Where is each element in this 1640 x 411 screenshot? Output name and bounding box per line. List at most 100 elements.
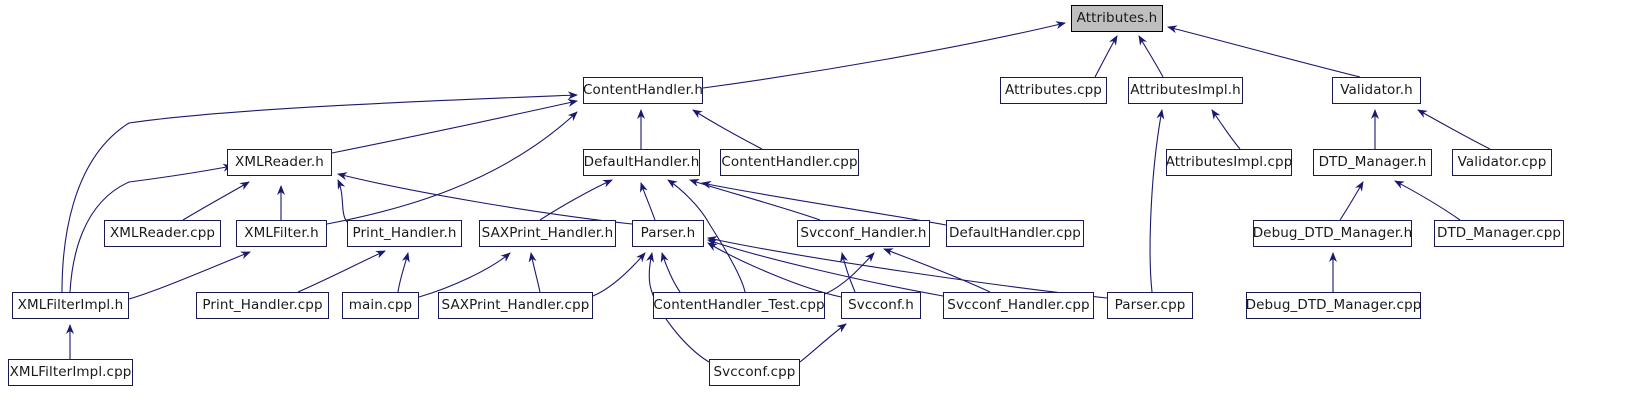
edge-svcconf_handler_h-to-defaulthandler_h [689, 179, 821, 221]
node-xmlfilter_h[interactable]: XMLFilter.h [236, 220, 327, 247]
edge-svcconf_handler_cpp-to-parser_h [707, 239, 944, 297]
node-label: SAXPrint_Handler.cpp [441, 296, 590, 313]
node-attributes_h[interactable]: Attributes.h [1071, 5, 1163, 32]
node-label: XMLFilterImpl.cpp [9, 363, 132, 380]
node-label: DTD_Manager.h [1318, 153, 1427, 170]
node-label: XMLReader.cpp [109, 224, 216, 241]
edge-xmlfilterimpl_h-to-contenthandler_h [61, 91, 578, 293]
node-validator_h[interactable]: Validator.h [1332, 77, 1421, 104]
edge-parser_cpp-to-attributesimpl_h [1149, 109, 1165, 293]
edge-svcconf_cpp-to-parser_h [646, 252, 710, 363]
node-defaulthandler_h[interactable]: DefaultHandler.h [583, 149, 700, 176]
edge-saxprint_handler_cpp-to-saxprint_handler_h [528, 252, 541, 293]
edge-svcconf_h-to-svcconf_handler_h [840, 252, 856, 293]
edge-svcconf_cpp-to-svcconf_h [799, 323, 847, 363]
edge-xmlreader_cpp-to-xmlreader_h [182, 181, 250, 221]
node-label: Parser.cpp [1114, 296, 1186, 313]
edge-svcconf_handler_cpp-to-svcconf_handler_h [883, 248, 991, 293]
edge-debug_dtd_manager_h-to-dtd_manager_h [1339, 181, 1364, 221]
node-parser_cpp[interactable]: Parser.cpp [1107, 292, 1193, 319]
node-print_handler_h[interactable]: Print_Handler.h [347, 220, 462, 247]
edge-parser_h-to-xmlreader_h [337, 172, 633, 225]
edge-main_cpp-to-saxprint_handler_h [418, 252, 511, 298]
edge-attributes_cpp-to-attributes_h [1094, 35, 1118, 78]
edge-xmlreader_h-to-contenthandler_h [331, 99, 578, 154]
node-label: Debug_DTD_Manager.cpp [1245, 296, 1422, 313]
node-main_cpp[interactable]: main.cpp [342, 292, 419, 319]
edge-contenthandler_test_cpp-to-svcconf_handler_h [824, 252, 875, 295]
node-contenthandler_test_cpp[interactable]: ContentHandler_Test.cpp [653, 292, 825, 319]
node-attributesimpl_cpp[interactable]: AttributesImpl.cpp [1166, 149, 1292, 176]
node-label: Validator.h [1340, 81, 1413, 98]
node-debug_dtd_manager_h[interactable]: Debug_DTD_Manager.h [1253, 220, 1412, 247]
edge-xmlfilterimpl_h-to-xmlreader_h [69, 163, 233, 293]
node-xmlfilterimpl_cpp[interactable]: XMLFilterImpl.cpp [8, 359, 133, 386]
edge-print_handler_cpp-to-print_handler_h [297, 250, 386, 293]
node-label: main.cpp [348, 296, 413, 313]
node-label: Print_Handler.cpp [202, 296, 323, 313]
node-label: Validator.cpp [1457, 153, 1547, 170]
edge-main_cpp-to-print_handler_h [397, 252, 410, 293]
edge-xmlfilter_h-to-contenthandler_h [326, 111, 578, 225]
node-attributesimpl_h[interactable]: AttributesImpl.h [1128, 77, 1243, 104]
node-label: Parser.h [640, 224, 696, 241]
node-label: Svcconf_Handler.cpp [947, 296, 1090, 313]
node-defaulthandler_cpp[interactable]: DefaultHandler.cpp [946, 220, 1084, 247]
edge-defaulthandler_cpp-to-defaulthandler_h [701, 180, 947, 226]
node-dtd_manager_cpp[interactable]: DTD_Manager.cpp [1434, 220, 1564, 247]
node-label: AttributesImpl.cpp [1165, 153, 1293, 170]
node-xmlreader_cpp[interactable]: XMLReader.cpp [104, 220, 221, 247]
node-xmlreader_h[interactable]: XMLReader.h [227, 149, 332, 176]
node-label: Attributes.cpp [1005, 81, 1102, 98]
node-label: Svcconf.h [848, 296, 914, 313]
node-label: Svcconf_Handler.h [800, 224, 927, 241]
edge-validator_cpp-to-validator_h [1417, 109, 1491, 150]
node-label: SAXPrint_Handler.h [481, 224, 614, 241]
node-label: Attributes.h [1076, 9, 1158, 26]
node-label: DTD_Manager.cpp [1436, 224, 1562, 241]
node-label: Svcconf.cpp [713, 363, 796, 380]
edge-validator_h-to-attributes_h [1167, 25, 1361, 78]
edge-svcconf_h-to-parser_h [707, 242, 842, 298]
node-svcconf_handler_cpp[interactable]: Svcconf_Handler.cpp [943, 292, 1094, 319]
node-validator_cpp[interactable]: Validator.cpp [1452, 149, 1552, 176]
node-label: DefaultHandler.cpp [949, 224, 1081, 241]
node-label: ContentHandler_Test.cpp [653, 296, 825, 313]
node-svcconf_handler_h[interactable]: Svcconf_Handler.h [797, 220, 930, 247]
node-label: XMLFilter.h [244, 224, 319, 241]
node-xmlfilterimpl_h[interactable]: XMLFilterImpl.h [12, 292, 129, 319]
node-contenthandler_h[interactable]: ContentHandler.h [583, 77, 703, 104]
node-label: AttributesImpl.h [1130, 81, 1241, 98]
edge-dtd_manager_cpp-to-dtd_manager_h [1394, 180, 1461, 221]
node-attributes_cpp[interactable]: Attributes.cpp [1000, 77, 1107, 104]
node-dtd_manager_h[interactable]: DTD_Manager.h [1313, 149, 1432, 176]
edge-print_handler_h-to-xmlreader_h [337, 179, 348, 223]
node-debug_dtd_manager_cpp[interactable]: Debug_DTD_Manager.cpp [1246, 292, 1421, 319]
edge-contenthandler_test_cpp-to-defaulthandler_h [667, 179, 746, 293]
node-label: Debug_DTD_Manager.h [1252, 224, 1413, 241]
node-label: XMLReader.h [235, 153, 324, 170]
node-contenthandler_cpp[interactable]: ContentHandler.cpp [720, 149, 859, 176]
edge-parser_h-to-defaulthandler_h [640, 182, 656, 221]
node-label: ContentHandler.h [582, 81, 704, 98]
node-saxprint_handler_cpp[interactable]: SAXPrint_Handler.cpp [438, 292, 593, 319]
edge-attributesimpl_h-to-attributes_h [1138, 35, 1164, 78]
node-svcconf_h[interactable]: Svcconf.h [841, 292, 921, 319]
edge-contenthandler_cpp-to-contenthandler_h [692, 109, 763, 150]
edge-xmlfilterimpl_h-to-xmlfilter_h [128, 251, 251, 300]
node-parser_h[interactable]: Parser.h [632, 220, 704, 247]
node-label: Print_Handler.h [352, 224, 457, 241]
node-label: ContentHandler.cpp [721, 153, 858, 170]
edge-saxprint_handler_h-to-defaulthandler_h [539, 179, 613, 221]
node-label: XMLFilterImpl.h [17, 296, 124, 313]
edge-saxprint_handler_cpp-to-parser_h [592, 252, 646, 297]
node-saxprint_handler_h[interactable]: SAXPrint_Handler.h [479, 220, 616, 247]
node-svcconf_cpp[interactable]: Svcconf.cpp [709, 359, 800, 386]
node-label: DefaultHandler.h [583, 153, 700, 170]
node-print_handler_cpp[interactable]: Print_Handler.cpp [196, 292, 329, 319]
edge-contenthandler_test_cpp-to-parser_h [660, 252, 681, 293]
edge-attributesimpl_cpp-to-attributesimpl_h [1211, 109, 1241, 150]
edge-contenthandler_h-to-attributes_h [702, 21, 1066, 89]
